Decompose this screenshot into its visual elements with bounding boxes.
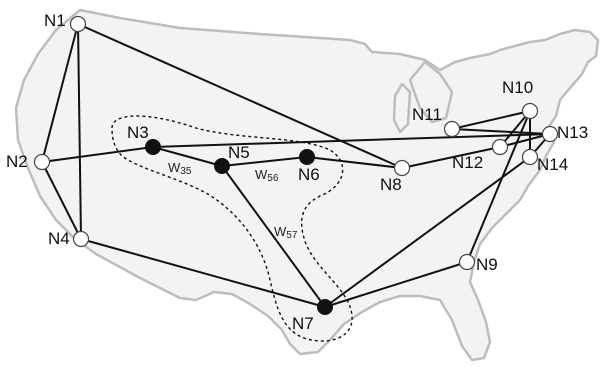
label-n11: N11: [412, 105, 442, 124]
nodes: [33, 15, 559, 315]
weight-label-w35: W35: [168, 160, 192, 177]
label-n5: N5: [228, 143, 250, 162]
weight-label-w57: W57: [274, 224, 298, 241]
link-n7-n9: [324, 261, 468, 308]
lake-michigan-outline: [392, 82, 412, 134]
node-n12: [491, 138, 509, 156]
label-n13: N13: [557, 123, 588, 142]
link-n12-n13: [499, 133, 551, 148]
link-n1-n4: [77, 23, 82, 240]
label-n12: N12: [452, 153, 483, 172]
node-labels: N1 N2 N3 N4 N5 N6 N7 N8 N9 N10 N11 N12 N…: [6, 11, 588, 333]
label-n2: N2: [6, 152, 28, 171]
label-n10: N10: [502, 78, 533, 97]
us-map-outline: [14, 8, 600, 362]
link-n1-n8: [77, 23, 403, 169]
label-n1: N1: [44, 11, 66, 30]
link-n7-n14: [324, 156, 531, 308]
link-n3-n5: [152, 146, 223, 167]
node-n9: [458, 253, 476, 271]
link-n2-n4: [41, 161, 82, 240]
link-n1-n2: [41, 23, 79, 163]
link-n11-n10: [451, 110, 531, 130]
great-lakes-outline: [408, 60, 454, 124]
link-n6-n8: [306, 156, 403, 169]
label-n4: N4: [48, 229, 70, 248]
link-n2-n3: [41, 146, 154, 163]
link-n5-n7: [221, 165, 326, 308]
node-n3: [145, 139, 161, 155]
node-n14: [521, 148, 539, 166]
node-n5: [214, 158, 230, 174]
node-n4: [72, 230, 90, 248]
label-n14: N14: [537, 155, 568, 174]
node-n8: [393, 159, 411, 177]
node-n1: [69, 15, 87, 33]
label-n7: N7: [292, 314, 314, 333]
link-n5-n6: [221, 156, 308, 167]
label-n9: N9: [476, 255, 498, 274]
link-n10-n9: [466, 110, 531, 263]
node-n13: [541, 125, 559, 143]
link-n11-n13: [451, 128, 551, 135]
label-n6: N6: [298, 165, 320, 184]
link-n8-n12: [401, 146, 501, 169]
node-n2: [33, 153, 51, 171]
node-n11: [443, 120, 461, 138]
label-n8: N8: [380, 175, 402, 194]
node-n10: [521, 102, 539, 120]
node-n6: [299, 149, 315, 165]
link-n4-n7: [80, 238, 326, 308]
node-n7: [317, 299, 333, 315]
link-n3-n13: [152, 133, 551, 148]
weight-labels: W35 W56 W57: [168, 160, 298, 241]
label-n3: N3: [127, 123, 149, 142]
weight-label-w56: W56: [255, 167, 279, 184]
